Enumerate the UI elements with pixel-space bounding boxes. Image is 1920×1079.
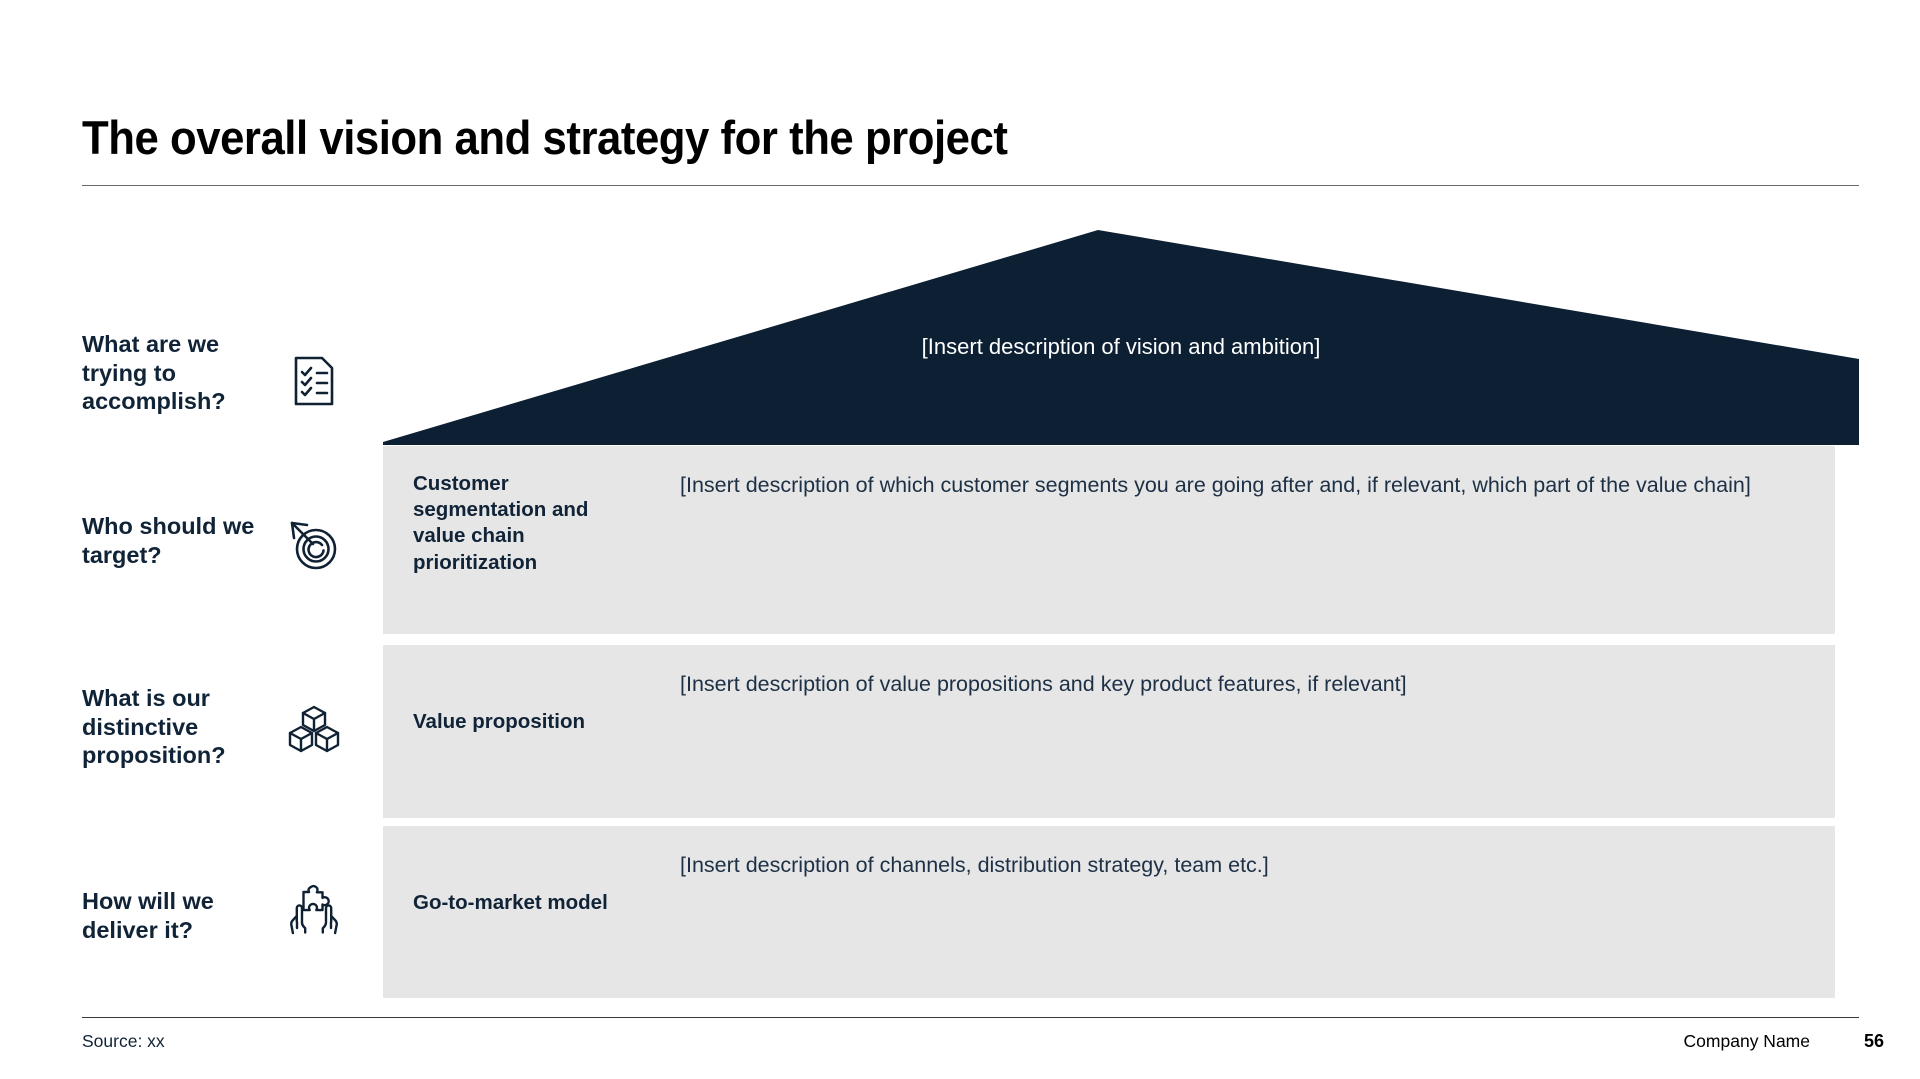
source-note: Source: xx xyxy=(82,1031,165,1051)
vision-triangle-banner xyxy=(383,230,1859,445)
strategy-row-2: Value proposition [Insert description of… xyxy=(383,645,1835,818)
row-label-3: Go-to-market model xyxy=(413,891,608,914)
row-body-1: [Insert description of which customer se… xyxy=(680,473,1751,497)
vision-description: [Insert description of vision and ambiti… xyxy=(921,334,1321,359)
row-label-1: Customer segmentation and value chain pr… xyxy=(413,472,589,574)
row-body-3: [Insert description of channels, distrib… xyxy=(680,853,1269,877)
company-name: Company Name xyxy=(1683,1031,1810,1051)
question-label-2: Who should we target? xyxy=(82,513,255,568)
question-label-3: What is our distinctive proposition? xyxy=(82,685,226,769)
hands-puzzle-piece-icon xyxy=(286,882,342,938)
row-label-2: Value proposition xyxy=(413,710,585,733)
question-label-4: How will we deliver it? xyxy=(82,888,214,943)
question-label-1: What are we trying to accomplish? xyxy=(82,331,226,415)
page-number: 56 xyxy=(1863,1031,1884,1051)
title-divider xyxy=(82,185,1859,186)
page-title: The overall vision and strategy for the … xyxy=(82,111,1008,164)
footer-divider xyxy=(82,1017,1859,1018)
target-arrow-icon xyxy=(286,518,342,574)
row-body-2: [Insert description of value proposition… xyxy=(680,672,1407,696)
strategy-row-3: Go-to-market model [Insert description o… xyxy=(383,826,1835,998)
stacked-cubes-icon xyxy=(286,702,342,758)
checklist-document-icon xyxy=(286,353,342,409)
strategy-row-1: Customer segmentation and value chain pr… xyxy=(383,446,1835,634)
